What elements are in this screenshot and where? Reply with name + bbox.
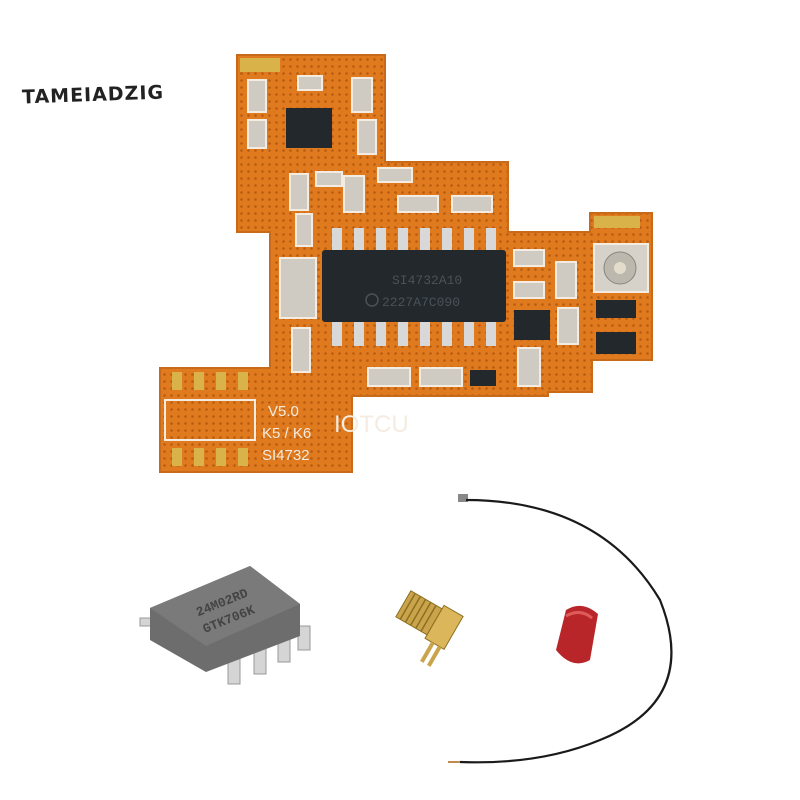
gold-pads [172, 58, 640, 466]
smd-components [247, 75, 579, 387]
pcb-label-version: V5.0 [268, 403, 299, 420]
ufl-connector [593, 243, 649, 293]
pcb-label-model: K5 / K6 [262, 425, 311, 442]
sma-connector [395, 590, 464, 667]
si4732-ic: SI4732A10 2227A7C090 [322, 228, 506, 346]
pcb-label-brand: IOTCU [334, 411, 409, 438]
pcb-label-chip: SI4732 [262, 447, 310, 464]
eeprom-chip: 24M02RD GTK706K [139, 566, 311, 685]
ic-marking-line1: SI4732A10 [392, 273, 462, 288]
radio-module-pcb: SI4732A10 2227A7C090 V5.0 K5 / K6 SI4732… [159, 54, 653, 473]
transistors [286, 108, 636, 386]
ic-marking-line2: 2227A7C090 [382, 295, 460, 310]
silkscreen-outline [164, 399, 256, 441]
red-dust-cap [556, 605, 598, 664]
ufl-pigtail-cable [448, 494, 673, 764]
